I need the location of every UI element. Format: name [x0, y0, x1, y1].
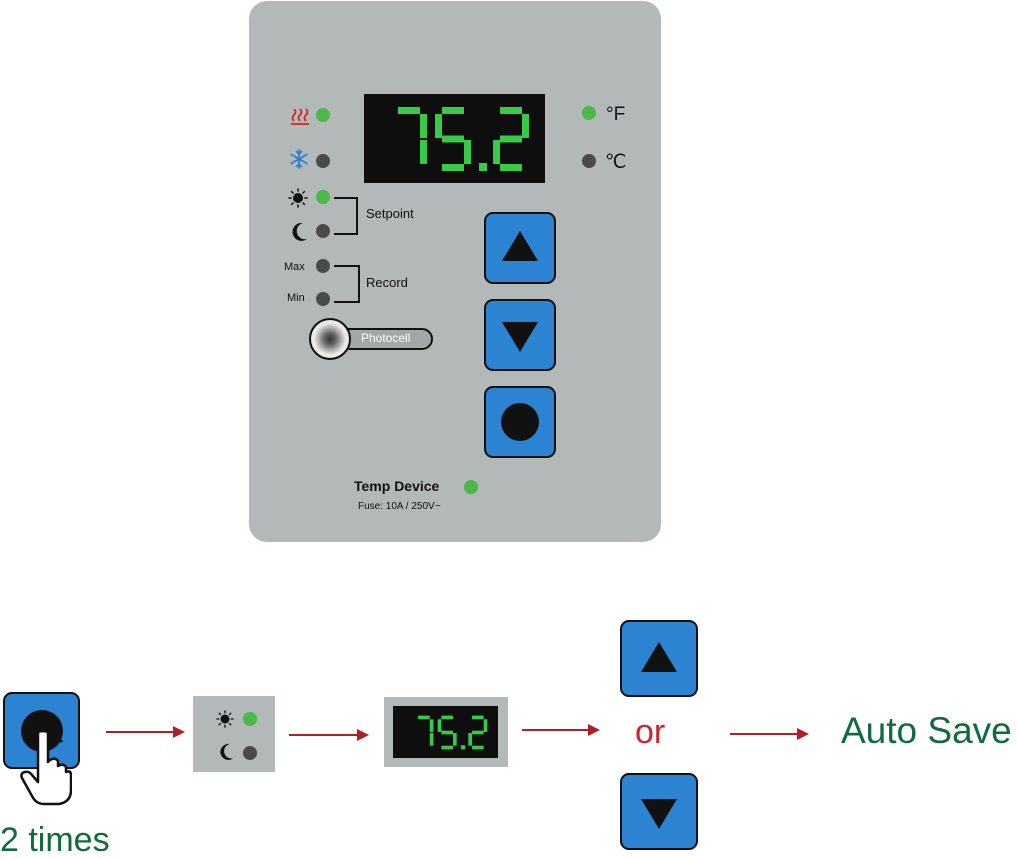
arrow-up-icon	[502, 231, 538, 261]
digit-segment	[468, 732, 473, 746]
flow-arrow-4	[730, 728, 809, 740]
digit-segment	[418, 715, 430, 719]
day-setpoint-led	[316, 190, 330, 204]
auto-save-label: Auto Save	[841, 710, 1012, 751]
set-button[interactable]	[484, 386, 556, 458]
circle-icon	[501, 403, 539, 441]
digit-segment	[429, 732, 434, 746]
setpoint-bracket	[334, 197, 358, 235]
temperature-display-digits	[398, 106, 529, 171]
min-record-led	[316, 292, 330, 306]
fuse-label: Fuse: 10A / 250V~	[358, 501, 441, 512]
flow-arrow-1	[106, 726, 185, 738]
night-setpoint-led	[316, 224, 330, 238]
digit-segment	[429, 718, 434, 732]
digit-segment	[500, 106, 522, 114]
cool-led	[316, 154, 330, 168]
sun-icon	[216, 710, 234, 728]
digit-segment	[493, 139, 500, 164]
flow-arrow-2	[289, 729, 369, 741]
digit-segment	[437, 718, 442, 732]
digit-segment	[472, 745, 484, 749]
photocell-lens-icon	[309, 318, 351, 360]
record-label: Record	[366, 275, 408, 290]
flow-night-led	[243, 746, 257, 760]
digit-segment	[522, 113, 529, 138]
digit-segment	[441, 715, 453, 719]
flow-display-digits	[418, 715, 488, 749]
fahrenheit-led	[582, 106, 596, 120]
snowflake-icon	[290, 149, 308, 169]
digit-segment	[435, 113, 442, 138]
digit-segment	[472, 730, 484, 734]
down-button[interactable]	[484, 299, 556, 371]
press-count-label: 2 times	[0, 821, 110, 859]
digit-segment	[472, 715, 484, 719]
celsius-label: ℃	[605, 152, 627, 173]
celsius-led	[582, 154, 596, 168]
fahrenheit-label: °F	[606, 104, 626, 125]
digit-segment	[500, 135, 522, 142]
or-label: or	[635, 713, 666, 751]
min-label: Min	[287, 292, 305, 304]
digit-segment	[441, 730, 453, 734]
photocell-sensor: Photocell	[309, 318, 435, 360]
digit-segment	[500, 163, 522, 171]
arrow-down-icon	[502, 322, 538, 352]
hand-pointer-icon	[20, 728, 72, 806]
decimal-point-segment	[460, 744, 466, 749]
setpoint-label: Setpoint	[366, 206, 414, 221]
digit-segment	[420, 139, 427, 164]
decimal-point-segment	[479, 162, 487, 171]
digit-segment	[442, 135, 464, 142]
digit-segment	[483, 718, 488, 732]
digit-segment	[420, 113, 427, 138]
flow-up-button	[620, 620, 698, 697]
photocell-label: Photocell	[361, 331, 411, 345]
heat-led	[316, 108, 330, 122]
moon-icon	[220, 743, 234, 760]
flow-arrow-3	[522, 724, 600, 736]
device-name: Temp Device	[354, 478, 440, 494]
arrow-down-icon	[641, 798, 677, 829]
flow-down-button	[620, 773, 698, 850]
flow-display	[393, 706, 498, 758]
device-panel	[249, 1, 661, 542]
flow-setpoint-panel	[193, 696, 275, 772]
digit-segment	[442, 163, 464, 171]
power-led	[464, 480, 478, 494]
up-button[interactable]	[484, 212, 556, 284]
max-record-led	[316, 259, 330, 273]
flow-day-led	[243, 712, 257, 726]
sun-icon	[288, 188, 308, 208]
arrow-up-icon	[641, 641, 677, 672]
record-bracket	[334, 265, 360, 303]
digit-segment	[441, 745, 453, 749]
digit-segment	[464, 139, 471, 164]
moon-icon	[292, 222, 307, 241]
temperature-display	[364, 94, 545, 183]
max-label: Max	[284, 261, 305, 273]
digit-segment	[398, 106, 420, 114]
digit-segment	[453, 732, 457, 746]
heat-icon	[291, 108, 309, 125]
digit-segment	[442, 106, 464, 114]
